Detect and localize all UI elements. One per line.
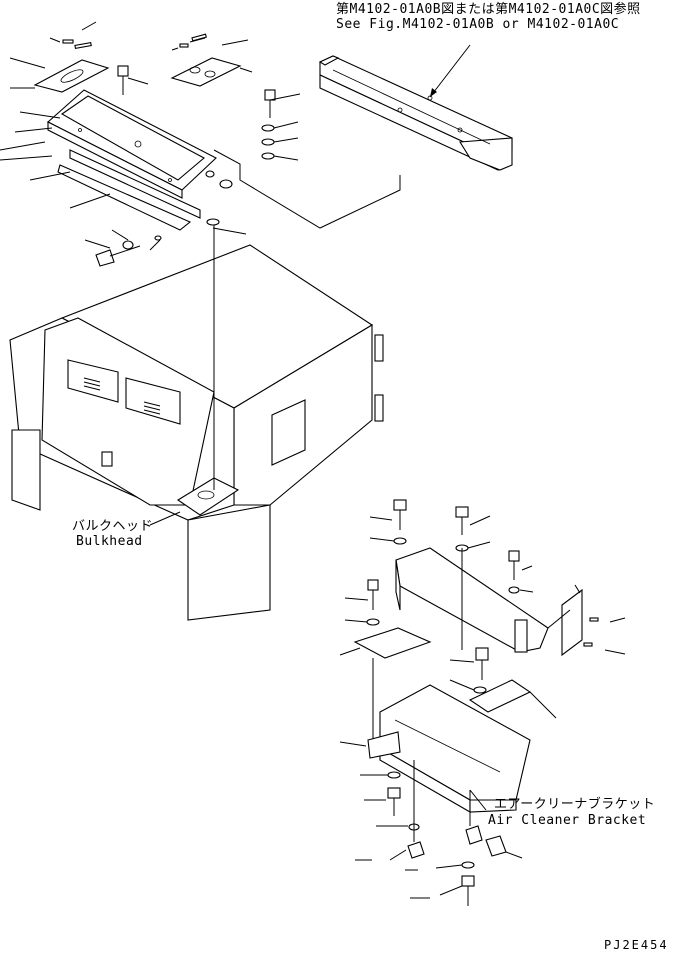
reference-note-jp: 第M4102-01A0B図または第M4102-01A0C図参照	[336, 1, 641, 17]
bulkhead-label-en: Bulkhead	[76, 534, 143, 549]
bulkhead-label-jp: バルクヘッド	[72, 519, 153, 534]
reference-note-en: See Fig.M4102-01A0B or M4102-01A0C	[336, 17, 619, 32]
right-hardware-column	[213, 89, 401, 229]
display-icon-left	[83, 377, 101, 391]
display-icon-right	[143, 401, 161, 415]
drawing-code: PJ2E454	[604, 938, 669, 952]
frame-member-part	[318, 44, 513, 171]
air-cleaner-label-jp: エアークリーナブラケット	[494, 796, 655, 812]
top-left-hardware	[9, 21, 253, 95]
cover-plate-assembly	[0, 89, 247, 267]
air-cleaner-assembly	[339, 499, 626, 906]
air-cleaner-label-en: Air Cleaner Bracket	[488, 813, 646, 828]
console-housing	[9, 225, 384, 621]
